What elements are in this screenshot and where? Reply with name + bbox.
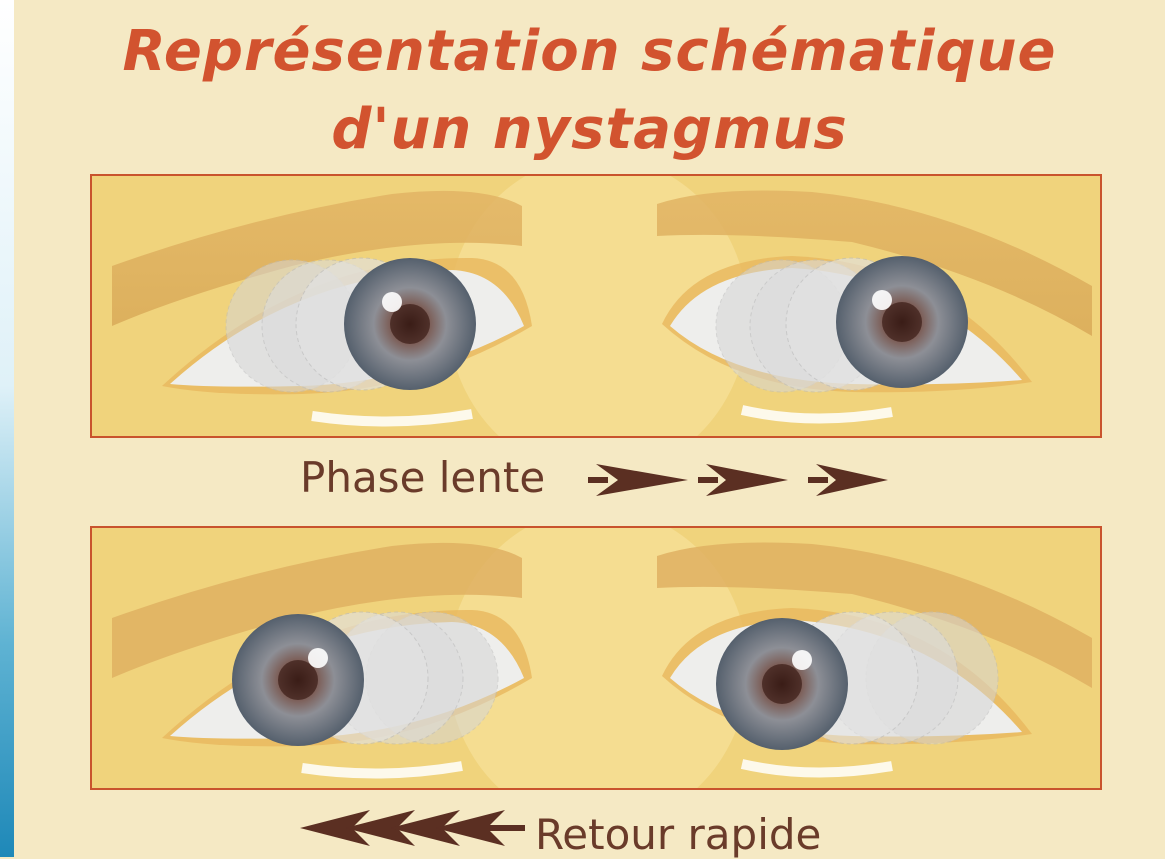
left-edge-strip (0, 0, 14, 857)
fast-return-arrows (300, 806, 525, 850)
slow-phase-panel (90, 174, 1102, 438)
right-arrow-icon (808, 464, 888, 496)
fast-return-caption: Retour rapide (535, 812, 821, 858)
diagram-title-line2: d'un nystagmus (14, 100, 1165, 160)
right-arrow-icon (698, 464, 788, 496)
slow-phase-eyes-illustration (92, 176, 1102, 438)
slow-phase-caption: Phase lente (300, 455, 545, 501)
slow-phase-arrows (588, 458, 888, 502)
fast-return-panel (90, 526, 1102, 790)
right-arrow-icon (588, 464, 688, 496)
fast-return-eyes-illustration (92, 528, 1102, 790)
diagram-title-line1: Représentation schématique (14, 22, 1165, 82)
